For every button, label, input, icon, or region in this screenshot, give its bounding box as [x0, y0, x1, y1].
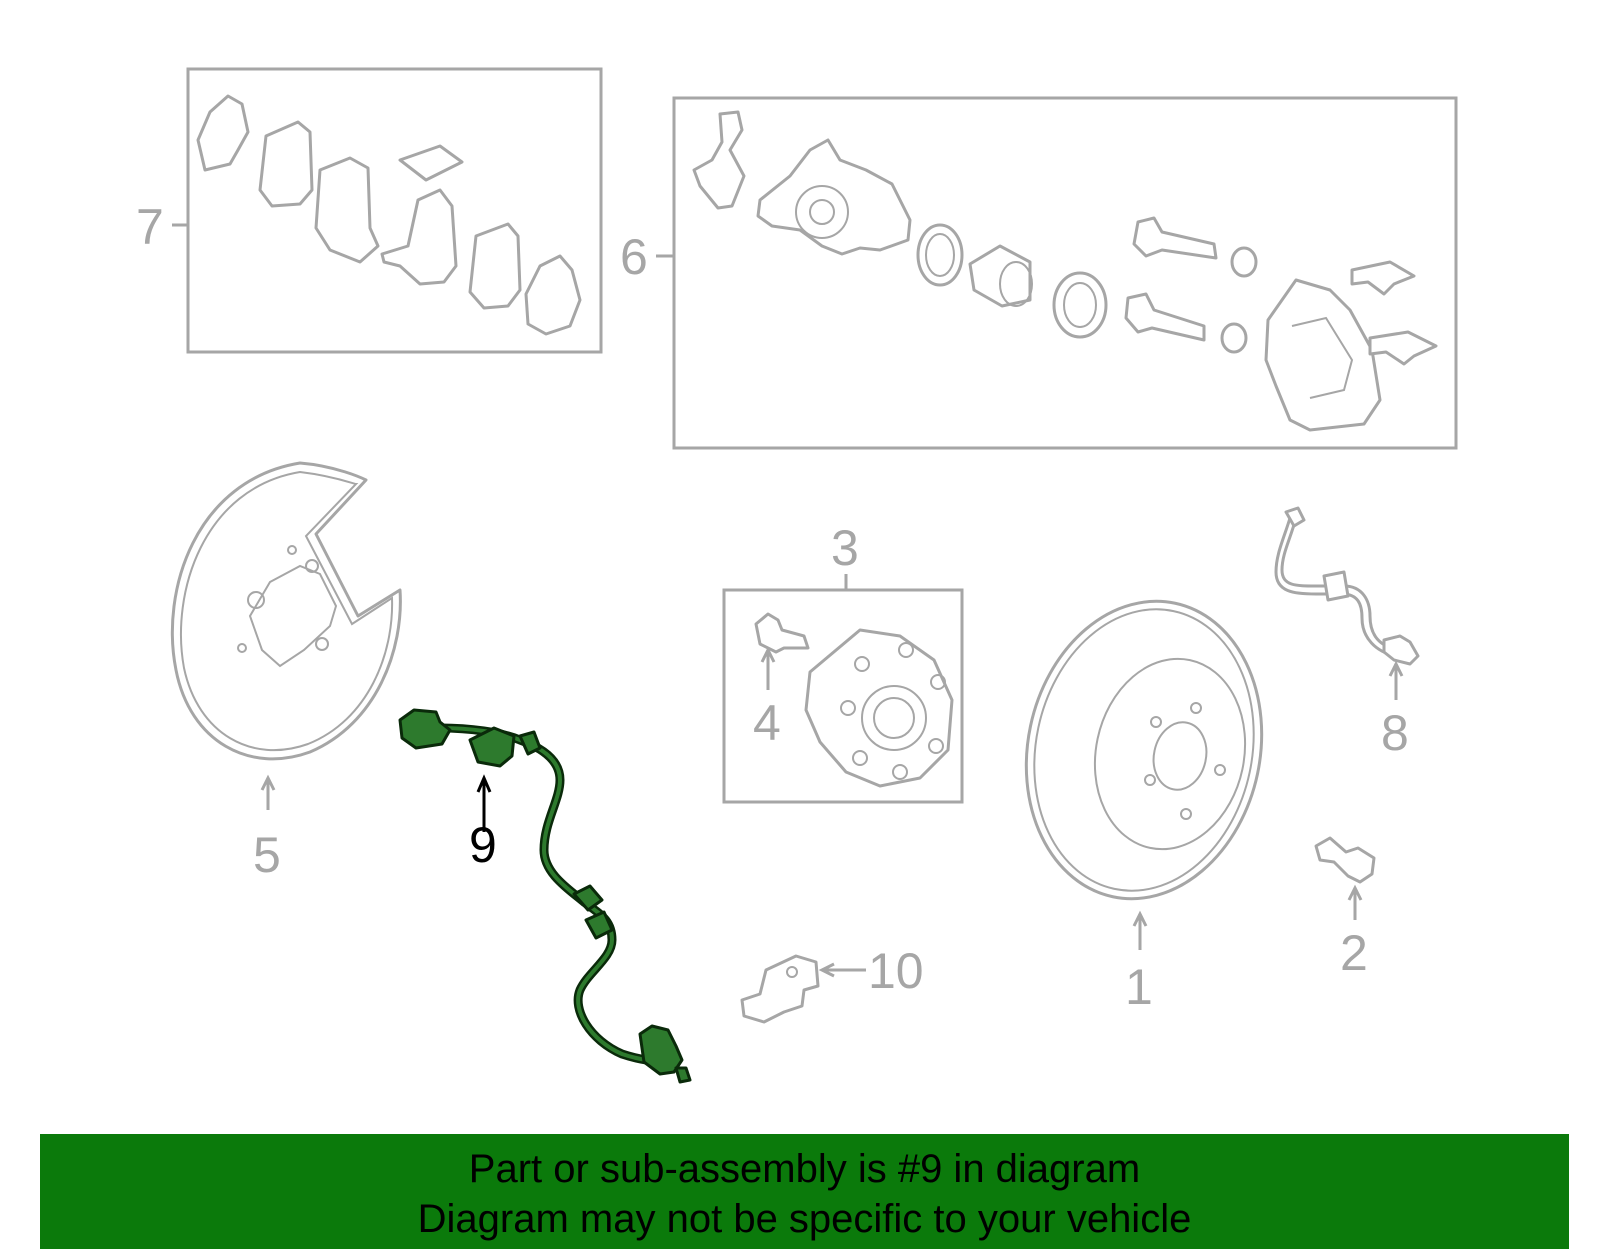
- part-2-bolt[interactable]: 2: [1314, 836, 1376, 981]
- part-6-caliper-assembly[interactable]: 6: [620, 96, 1458, 450]
- callout-1: 1: [1125, 959, 1153, 1015]
- part-10-sensor-bracket[interactable]: 10: [740, 943, 924, 1024]
- callout-8: 8: [1381, 705, 1409, 761]
- part-8-brake-hose[interactable]: 8: [1274, 506, 1420, 761]
- callout-3: 3: [831, 520, 859, 576]
- callout-2: 2: [1340, 925, 1368, 981]
- callout-10: 10: [868, 943, 924, 999]
- callout-6: 6: [620, 229, 648, 285]
- part-3-hub-assembly[interactable]: 3: [722, 520, 964, 804]
- callout-7: 7: [136, 199, 164, 255]
- callout-9: 9: [469, 817, 497, 873]
- part-9-abs-sensor-highlighted[interactable]: 9: [398, 708, 692, 1084]
- callout-5: 5: [253, 827, 281, 883]
- banner-line-2: Diagram may not be specific to your vehi…: [417, 1197, 1192, 1241]
- part-1-brake-rotor[interactable]: 1: [999, 579, 1288, 1015]
- part-7-brake-pad-set[interactable]: 7: [136, 67, 603, 354]
- callout-4: 4: [753, 695, 781, 751]
- part-5-dust-shield[interactable]: 5: [170, 461, 402, 883]
- banner-line-1: Part or sub-assembly is #9 in diagram: [468, 1147, 1141, 1191]
- part-4-wheel-stud[interactable]: 4: [753, 612, 810, 751]
- info-banner: Part or sub-assembly is #9 in diagram Di…: [40, 1134, 1569, 1249]
